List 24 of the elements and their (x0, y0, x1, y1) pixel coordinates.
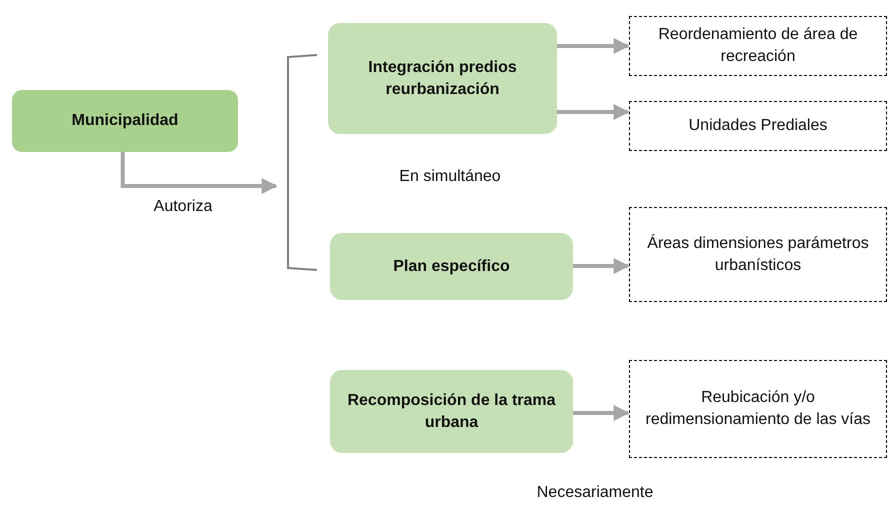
arrow (557, 38, 630, 54)
bracket (287, 54, 318, 271)
arrow (120, 152, 278, 194)
node-text: Municipalidad (72, 111, 178, 132)
process-box (330, 233, 573, 300)
node-text: Plan específico (393, 256, 510, 277)
process-box (328, 23, 557, 134)
arrow (573, 258, 630, 274)
node-text: Reordenamiento de área de recreación (657, 25, 859, 67)
node-text: Unidades Prediales (688, 116, 828, 136)
result-box (629, 101, 887, 151)
result-box (629, 360, 887, 458)
process-box (330, 370, 573, 453)
node-text: Áreas dimensiones parámetros urbanísticos (646, 233, 870, 276)
result-box (629, 207, 887, 302)
actor-box (12, 90, 238, 152)
result-box (629, 16, 887, 76)
arrow (557, 104, 630, 120)
note-text: Necesariamente (536, 484, 654, 502)
note-text: En simultáneo (399, 168, 501, 186)
node-text: Integración predios reurbanización (367, 58, 518, 100)
node-text: Reubicación y/o redimensionamiento de las vías (644, 388, 872, 430)
node-text: Recomposición de la trama urbana (346, 390, 557, 432)
arrow (573, 405, 630, 421)
